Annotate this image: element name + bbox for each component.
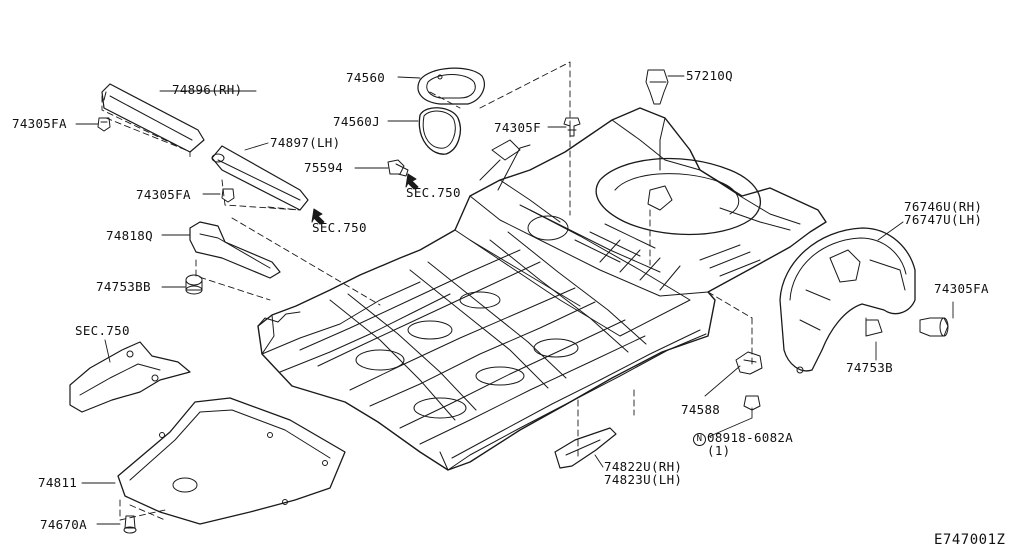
part-74896-rail <box>101 83 205 153</box>
callout-74588: 74588 <box>681 402 721 417</box>
callout-08918-qty: (1) <box>707 443 731 458</box>
callout-74305f: 74305F <box>494 120 541 135</box>
part-sec750-arrow-1 <box>311 208 325 225</box>
callout-sec750-rail: SEC.750 <box>312 220 367 235</box>
part-75594-plug <box>387 159 409 177</box>
callout-75594: 75594 <box>304 160 344 175</box>
part-74560j-seal <box>418 107 461 155</box>
callout-74811: 74811 <box>38 475 78 490</box>
part-sec750-arrow-2 <box>405 173 419 190</box>
alignment-lines <box>101 61 867 521</box>
callout-74753bb: 74753BB <box>96 279 151 294</box>
part-74818q-bracket <box>189 221 281 279</box>
part-74305fa-clip-3 <box>919 317 949 337</box>
callout-74822u-rh: 74822U(RH) <box>604 459 683 474</box>
part-74560-cover <box>417 67 485 105</box>
callout-57210q: 57210Q <box>686 68 733 83</box>
callout-sec750-plug: SEC.750 <box>406 185 461 200</box>
part-74670a-bolt <box>123 515 137 534</box>
part-74811-undercover <box>117 397 346 525</box>
part-74305fa-clip-2 <box>221 188 235 203</box>
part-74897-rail <box>211 145 309 211</box>
part-08918-nut <box>743 395 761 411</box>
part-74305fa-clip-1 <box>97 117 111 132</box>
floor-panel-illustration <box>257 107 827 471</box>
callout-74560: 74560 <box>346 70 386 85</box>
part-sec750-side-bracket <box>69 341 191 413</box>
n-symbol: N <box>693 433 706 446</box>
leader-lines <box>75 75 954 525</box>
callout-74753b: 74753B <box>846 360 893 375</box>
callout-76747u-lh: 76747U(LH) <box>904 212 983 227</box>
part-74753b-grommet <box>865 319 883 337</box>
diagram-reference-code: E747001Z <box>934 532 1006 548</box>
part-74588-bracket <box>735 351 763 375</box>
callout-74897-lh: 74897(LH) <box>270 135 341 150</box>
callout-08918-text: 08918-6082A <box>707 430 794 445</box>
part-74753bb-grommet <box>185 274 203 295</box>
callout-74305fa-2: 74305FA <box>136 187 191 202</box>
callout-76746u-rh: 76746U(RH) <box>904 199 983 214</box>
callout-74305fa-3: 74305FA <box>934 281 989 296</box>
callout-74896-rh: 74896(RH) <box>172 82 243 97</box>
part-76746u-wheelhouse-liner <box>779 227 916 374</box>
callout-74818q: 74818Q <box>106 228 153 243</box>
callout-74823u-lh: 74823U(LH) <box>604 472 683 487</box>
callout-74560j: 74560J <box>333 114 380 129</box>
part-74305f-clip <box>563 117 581 137</box>
callout-sec750-side: SEC.750 <box>75 323 130 338</box>
callout-74670a: 74670A <box>40 517 87 532</box>
callout-74305fa-1: 74305FA <box>12 116 67 131</box>
part-74822u-bracket <box>554 427 617 469</box>
part-57210q-clip <box>645 69 669 105</box>
